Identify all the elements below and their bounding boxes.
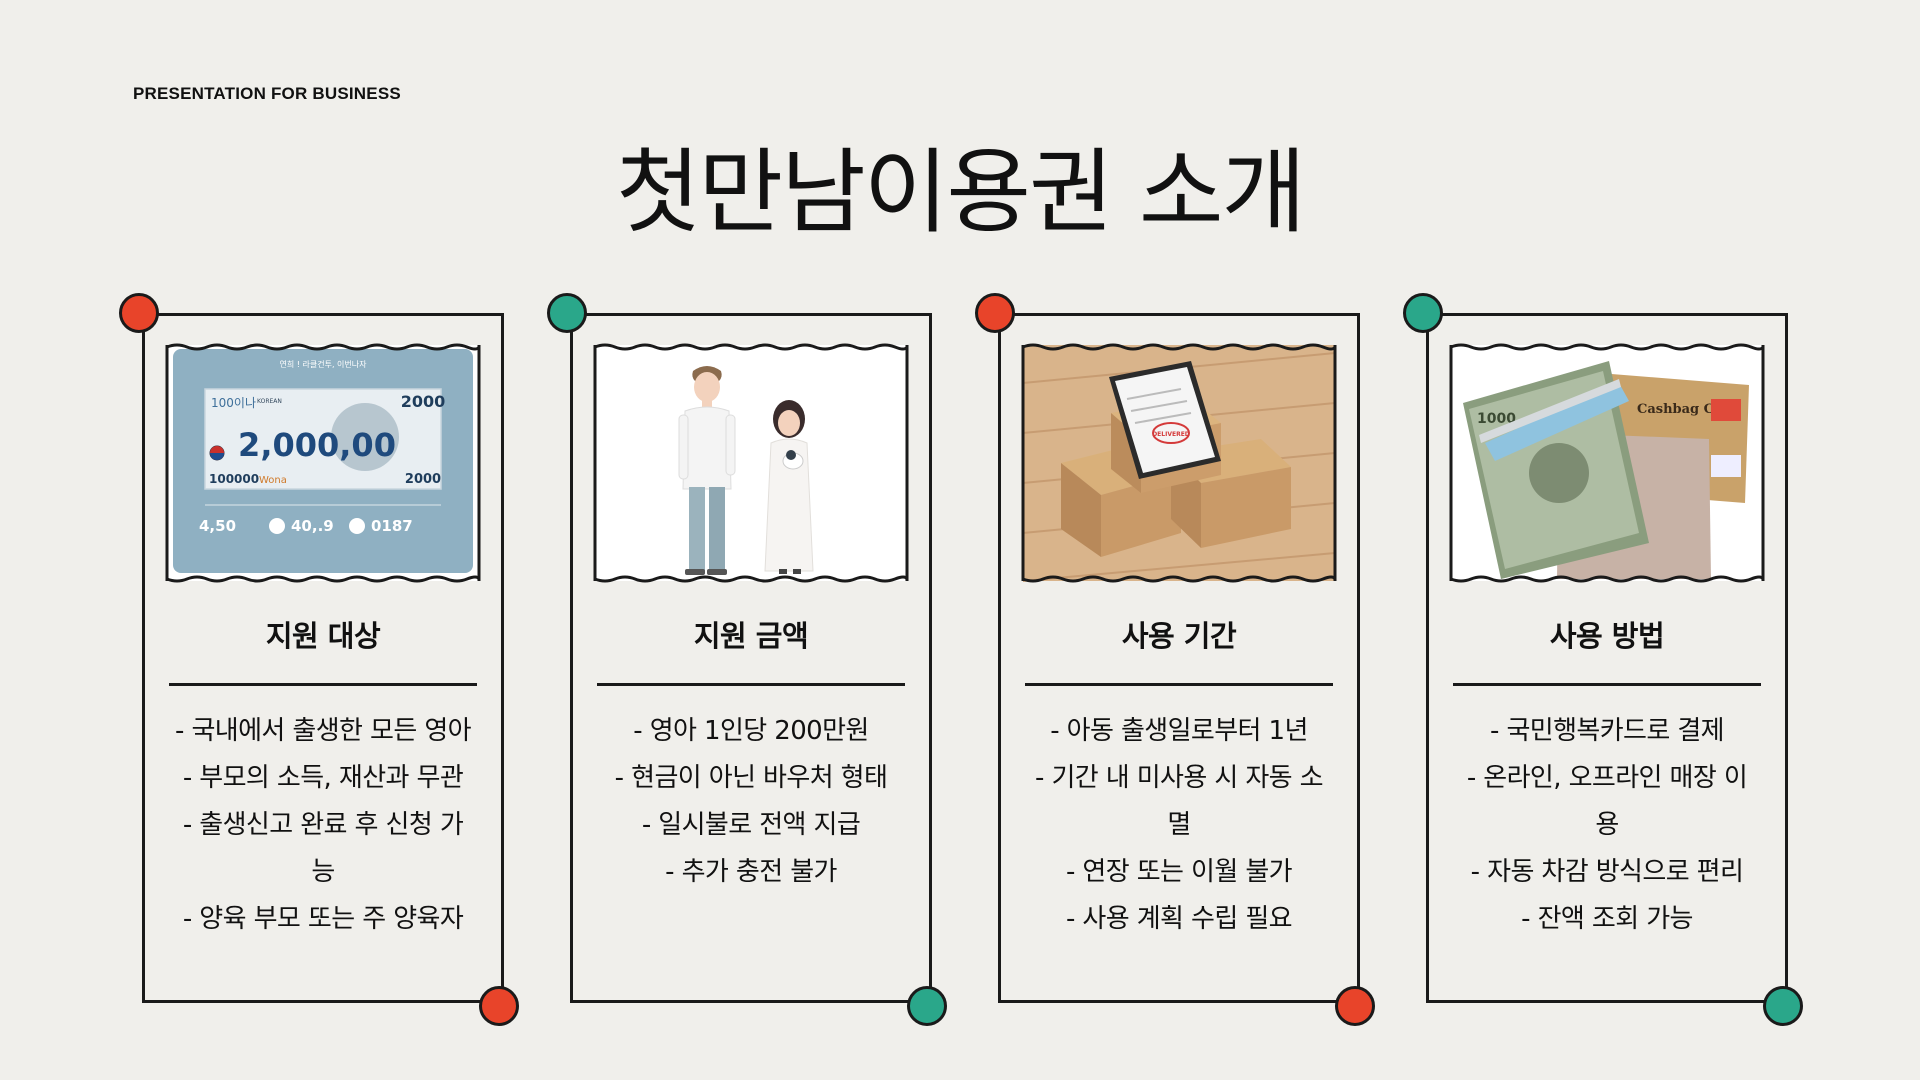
- green-dot-decoration: [907, 986, 947, 1026]
- page-title: 첫만남이용권 소개: [615, 139, 1306, 246]
- card-body: - 국내에서 출생한 모든 영아 - 부모의 소득, 재산과 무관 - 출생신고…: [159, 708, 487, 943]
- red-dot-decoration: [479, 986, 519, 1026]
- card-title: 지원 금액: [693, 619, 809, 653]
- voucher-brand: KOREAN: [257, 398, 282, 405]
- delivered-stamp: DELIVERED: [1152, 431, 1190, 438]
- voucher-corner-bottom: 2000: [405, 472, 441, 487]
- green-dot-decoration: [1763, 986, 1803, 1026]
- family-illustration-image: [593, 343, 909, 583]
- voucher-corner-top: 2000: [401, 392, 446, 411]
- card-line: 능: [311, 857, 335, 887]
- card-usage: Cashbag Card 1000 사용 방법 - 국민행복카드로 결제 - 온…: [1403, 293, 1803, 1026]
- voucher-stat-3: 0187: [371, 517, 413, 535]
- card-line: - 부모의 소득, 재산과 무관: [182, 763, 464, 793]
- card-amount: 지원 금액 - 영아 1인당 200만원 - 현금이 아닌 바우처 형태 - 일…: [547, 293, 947, 1026]
- green-dot-decoration: [547, 293, 587, 333]
- card-divider: [597, 683, 905, 686]
- bill-label: 1000: [1477, 411, 1516, 427]
- card-title: 사용 기간: [1121, 619, 1237, 653]
- voucher-amount: 2,000,00: [238, 426, 396, 464]
- card-line: 멸: [1167, 810, 1191, 840]
- red-dot-decoration: [1335, 986, 1375, 1026]
- card-line: - 영아 1인당 200만원: [633, 716, 869, 746]
- card-divider: [169, 683, 477, 686]
- card-body: - 국민행복카드로 결제 - 온라인, 오프라인 매장 이 용 - 자동 차감 …: [1443, 708, 1771, 943]
- delivery-boxes-image: DELIVERED: [1021, 343, 1337, 583]
- card-line: - 사용 계획 수립 필요: [1065, 904, 1293, 934]
- voucher-stat-2: 40,.9: [291, 517, 334, 535]
- voucher-top-text: 연희 ! 라클건투, 이번나자: [280, 359, 368, 369]
- card-divider: [1025, 683, 1333, 686]
- voucher-unit: Wona: [259, 475, 287, 486]
- card-line: - 아동 출생일로부터 1년: [1050, 716, 1308, 746]
- card-body: - 아동 출생일로부터 1년 - 기간 내 미사용 시 자동 소 멸 - 연장 …: [1015, 708, 1343, 943]
- card-line: - 연장 또는 이월 불가: [1065, 857, 1293, 887]
- card-line: - 추가 충전 불가: [665, 857, 837, 887]
- card-title: 지원 대상: [265, 619, 381, 653]
- eyebrow-label: PRESENTATION FOR BUSINESS: [133, 84, 401, 103]
- card-line: - 국민행복카드로 결제: [1490, 716, 1725, 746]
- red-dot-decoration: [119, 293, 159, 333]
- card-body: - 영아 1인당 200만원 - 현금이 아닌 바우처 형태 - 일시불로 전액…: [587, 708, 915, 896]
- voucher-small-label: 100이나: [211, 396, 256, 410]
- card-line: - 현금이 아닌 바우처 형태: [614, 763, 888, 793]
- red-dot-decoration: [975, 293, 1015, 333]
- card-divider: [1453, 683, 1761, 686]
- card-line: - 자동 차감 방식으로 편리: [1470, 857, 1744, 887]
- card-line: - 출생신고 완료 후 신청 가: [182, 810, 464, 840]
- card-line: - 온라인, 오프라인 매장 이: [1466, 763, 1748, 793]
- card-line: - 양육 부모 또는 주 양육자: [182, 904, 464, 934]
- voucher-bottom-left: 100000: [209, 472, 259, 486]
- card-line: - 국내에서 출생한 모든 영아: [175, 716, 472, 746]
- card-title: 사용 방법: [1549, 619, 1665, 653]
- money-clip-card-image: Cashbag Card 1000: [1449, 343, 1765, 583]
- voucher-stat-1: 4,50: [199, 517, 236, 535]
- voucher-card-image: 연희 ! 라클건투, 이번나자 100이나 KOREAN 2000 2,000,…: [165, 343, 481, 583]
- green-dot-decoration: [1403, 293, 1443, 333]
- card-line: 용: [1595, 810, 1619, 840]
- card-line: - 기간 내 미사용 시 자동 소: [1035, 763, 1324, 793]
- card-line: - 잔액 조회 가능: [1521, 904, 1693, 934]
- card-eligibility: 연희 ! 라클건투, 이번나자 100이나 KOREAN 2000 2,000,…: [119, 293, 519, 1026]
- card-period: DELIVERED 사용 기간 - 아동 출생일로부터 1년 - 기간 내 미사…: [975, 293, 1375, 1026]
- card-line: - 일시불로 전액 지급: [641, 810, 861, 840]
